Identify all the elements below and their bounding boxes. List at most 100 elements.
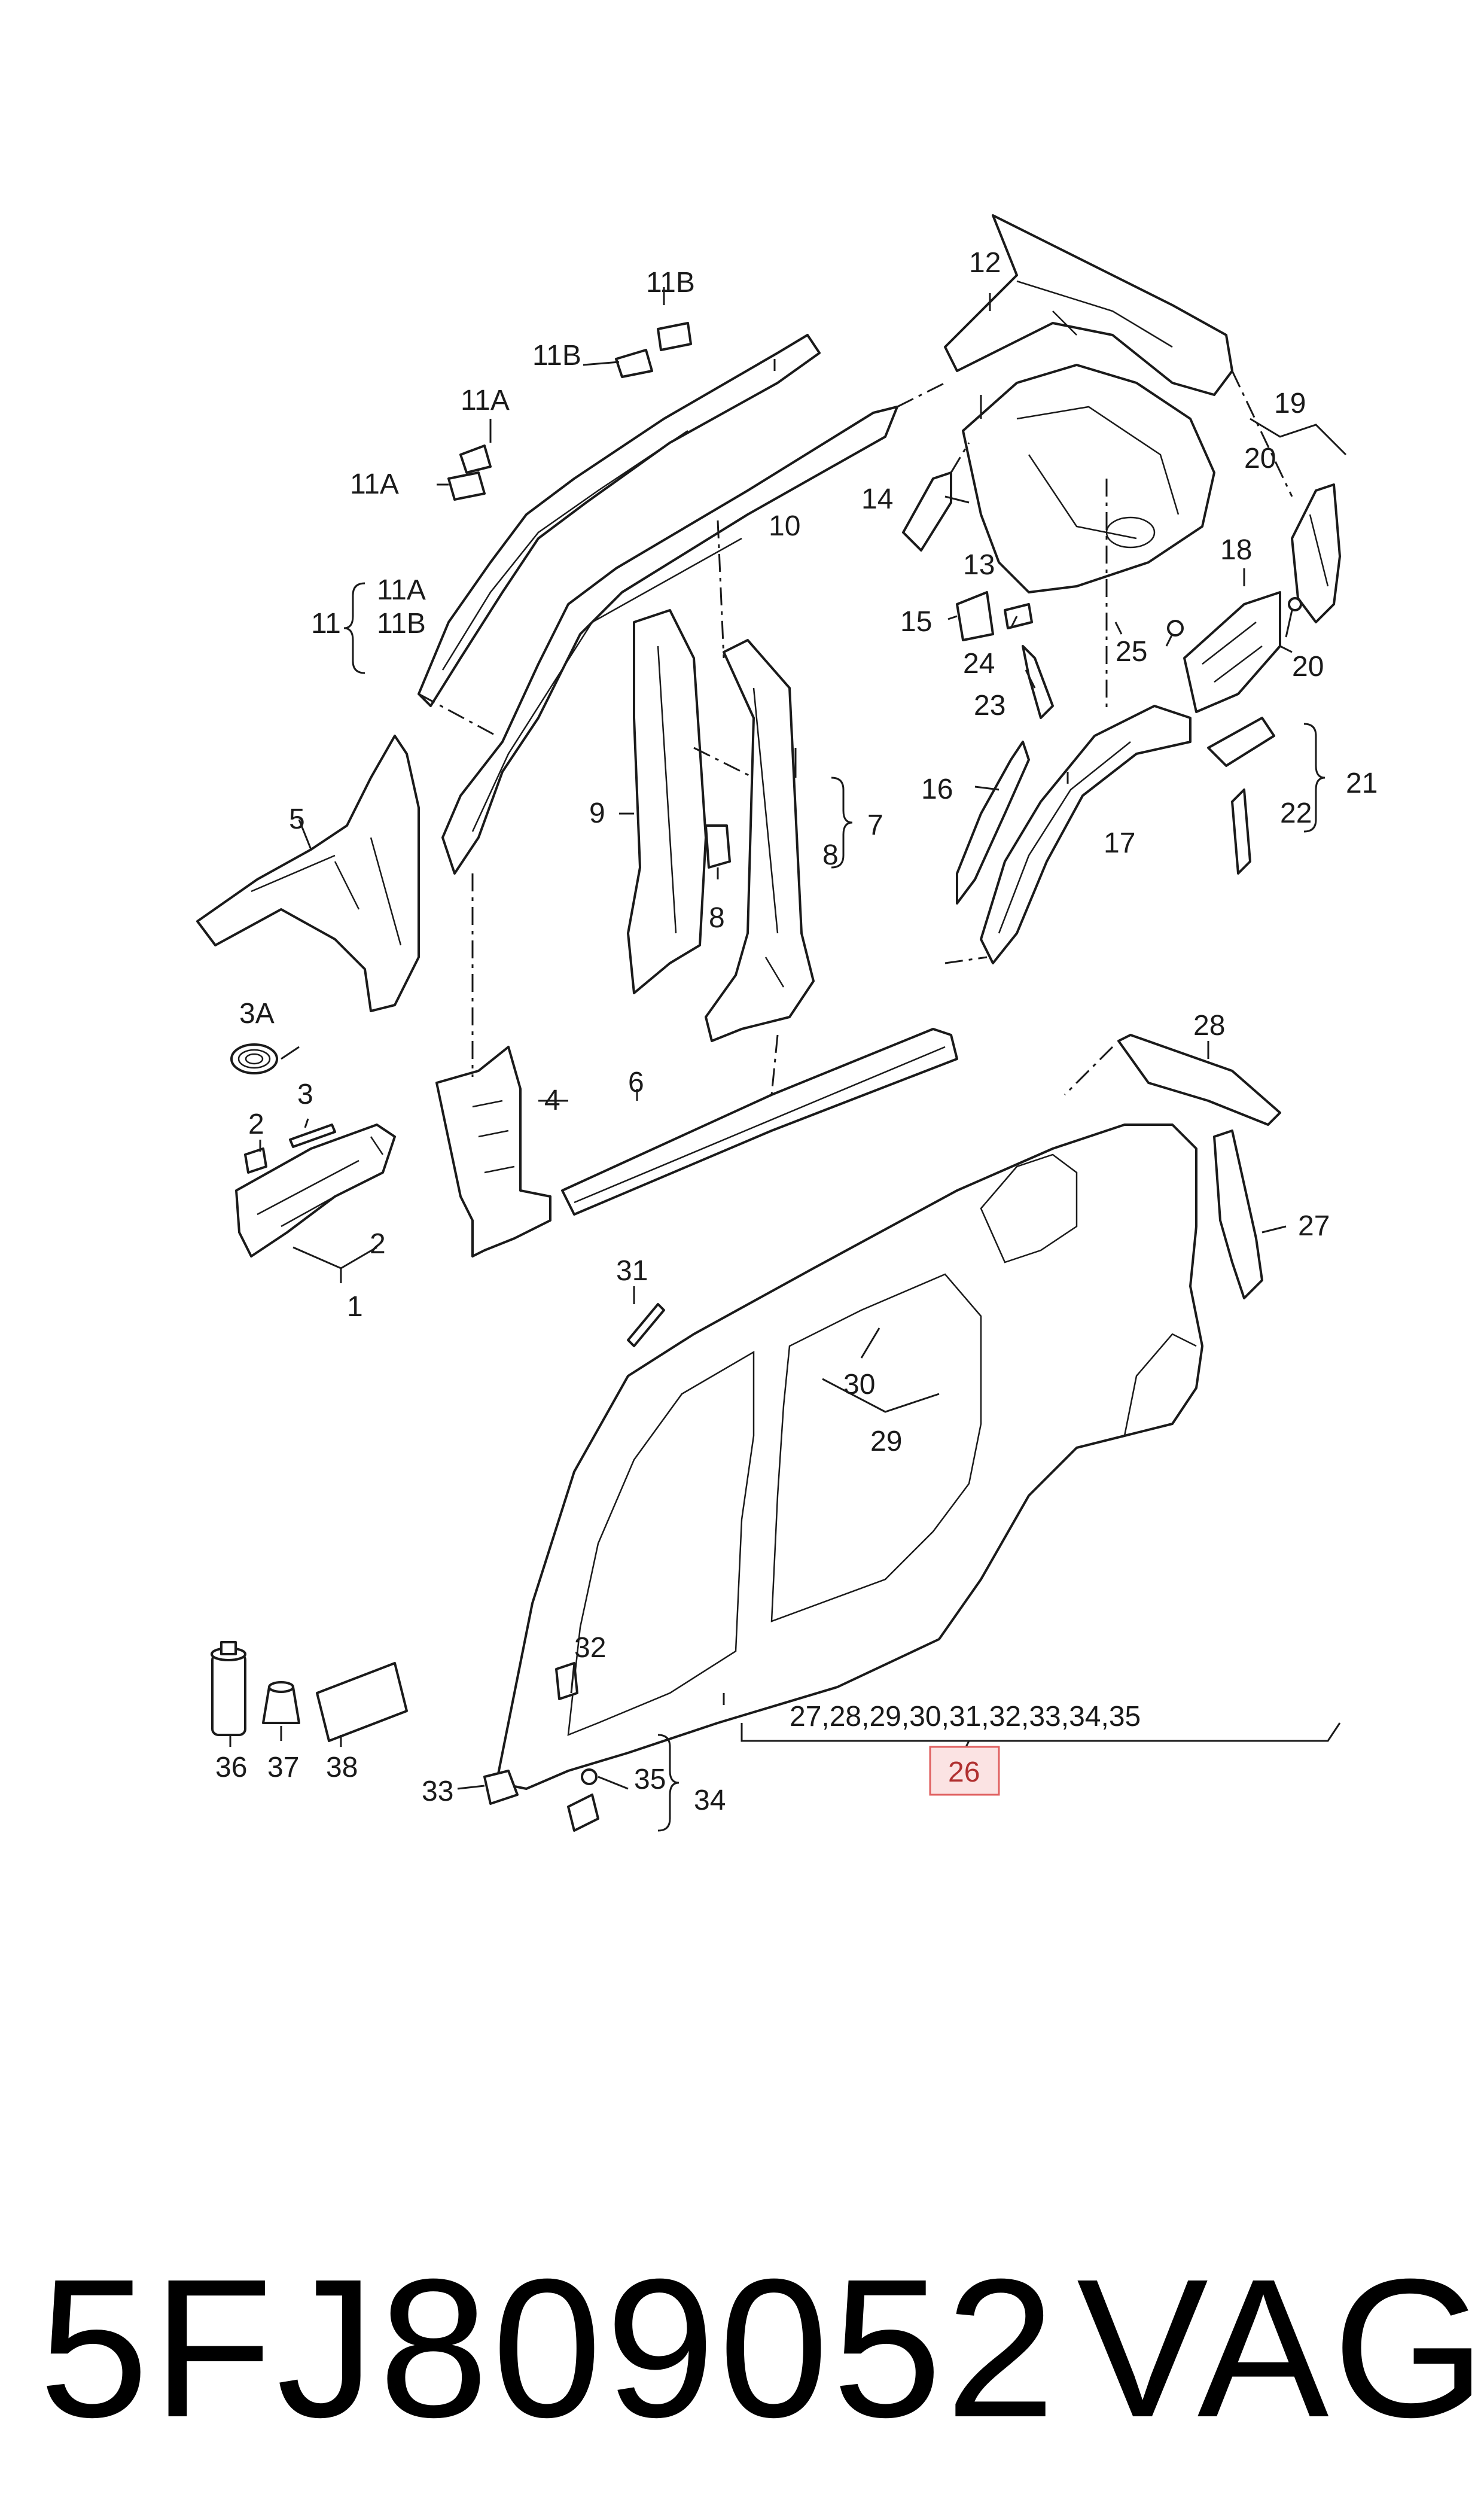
part-34-bracket [567,1794,599,1832]
part-33-bracket [483,1770,519,1805]
part-5-front-strut [196,735,420,1012]
part-6-sill [561,1028,958,1216]
part-3a-coil [230,1043,278,1074]
callout-37: 37 [267,1752,299,1783]
part-15-plate [956,591,994,641]
callout-1: 1 [347,1291,363,1323]
callout-32: 32 [574,1632,606,1664]
callout-20-bottom: 20 [1292,651,1324,683]
part-25-bolt [1167,620,1184,637]
callout-18: 18 [1220,534,1252,566]
callout-31: 31 [616,1255,648,1287]
leader-lines [229,287,1347,1832]
callout-11a-brace: 11A [377,574,426,606]
callout-11b-top: 11B [646,267,695,299]
part-11b-clip-1 [615,349,653,378]
part-14-bracket [902,471,952,552]
part-11b-clip-2 [657,322,692,351]
callout-14: 14 [861,483,893,515]
callout-29: 29 [870,1426,902,1457]
part-20-fastener [1288,597,1302,611]
callout-25: 25 [1116,636,1147,668]
callout-15: 15 [900,606,932,638]
callout-8: 8 [709,902,725,934]
callout-20-top: 20 [1244,443,1276,474]
assembly-line-1 [418,693,497,737]
callout-11a-top: 11A [461,385,510,416]
assembly-line-7 [770,1034,779,1095]
brand-label: VAG [1077,2237,1484,2458]
part-9-inner-pillar [627,609,707,994]
callout-2-top: 2 [248,1109,264,1140]
assembly-line-9 [950,442,970,473]
part-28-roof-strip [1117,1034,1281,1126]
part-37-grommet [262,1681,300,1724]
callout-30: 30 [843,1369,875,1400]
assembly-line-11 [1064,1046,1114,1096]
part-26-side-panel [495,1123,1203,1790]
callout-16: 16 [921,774,953,805]
part-7-b-pillar [705,639,815,1042]
assembly-line-4 [693,747,754,779]
part-17-wheel-arch [980,705,1192,964]
callout-24: 24 [963,648,995,680]
part-23-strap [1022,645,1054,719]
part-11a-clip-1 [447,471,486,501]
part-16-arch-trim [956,741,1030,905]
part-12-rear-structure [944,214,1233,396]
part-36-canister [211,1641,246,1736]
callout-28: 28 [1193,1010,1225,1042]
callout-3: 3 [297,1079,313,1110]
callout-35: 35 [634,1764,666,1795]
assembly-line-10 [1231,370,1293,497]
part-10-roof-rail [441,406,898,875]
callout-labels: 12 11B 11B 11A 11A 10 11 11A 11B 5 9 8 7… [215,247,1378,1816]
callout-3a: 3A [239,998,275,1030]
assembly-line-6 [944,956,988,964]
callout-23: 23 [974,690,1005,721]
part-3-strip [289,1123,336,1148]
highlight-box-26 [929,1746,1000,1796]
callout-2-brace: 2 [370,1228,386,1260]
part-22-strip [1231,788,1251,875]
callout-26: 26 [948,1756,980,1788]
part-1-bracket [235,1123,396,1258]
callout-33: 33 [422,1776,453,1807]
callout-assembly-list: 27,28,29,30,31,32,33,34,35 [790,1701,1141,1733]
part-8-clip [705,824,731,869]
callout-36: 36 [215,1752,247,1783]
callout-5: 5 [289,803,305,835]
callout-27: 27 [1298,1210,1330,1242]
callout-10: 10 [769,510,800,542]
callout-12: 12 [969,247,1001,279]
callout-4: 4 [544,1085,560,1116]
callout-17: 17 [1104,827,1135,859]
part-18-panel [1183,591,1281,713]
callout-9: 9 [589,797,605,829]
part-11-outer-roof-rail [418,334,821,707]
part-number: 5FJ809052 [39,2237,1059,2458]
callout-11: 11 [311,608,341,640]
part-31-strip [627,1303,665,1347]
callout-13: 13 [963,549,995,581]
callout-11b-mid: 11B [532,340,581,372]
callout-11a-left: 11A [350,468,399,500]
callout-34: 34 [694,1785,726,1816]
part-24-clip [1004,603,1033,629]
callout-19: 19 [1274,388,1306,419]
callout-38: 38 [326,1752,358,1783]
part-27-rear-inner [1213,1129,1263,1299]
callout-22: 22 [1280,797,1312,829]
part-38-label [316,1662,408,1742]
callout-21: 21 [1346,768,1378,799]
assembly-line-3 [717,520,725,659]
callout-6: 6 [628,1067,644,1098]
part-21-bracket [1207,717,1275,767]
callout-7: 7 [867,809,883,841]
part-11a-clip-2 [459,444,492,474]
callout-8-brace: 8 [822,839,839,871]
part-4-a-pillar-lower [435,1046,551,1258]
callout-11b-brace: 11B [377,608,426,640]
assembly-line-5 [897,382,946,408]
